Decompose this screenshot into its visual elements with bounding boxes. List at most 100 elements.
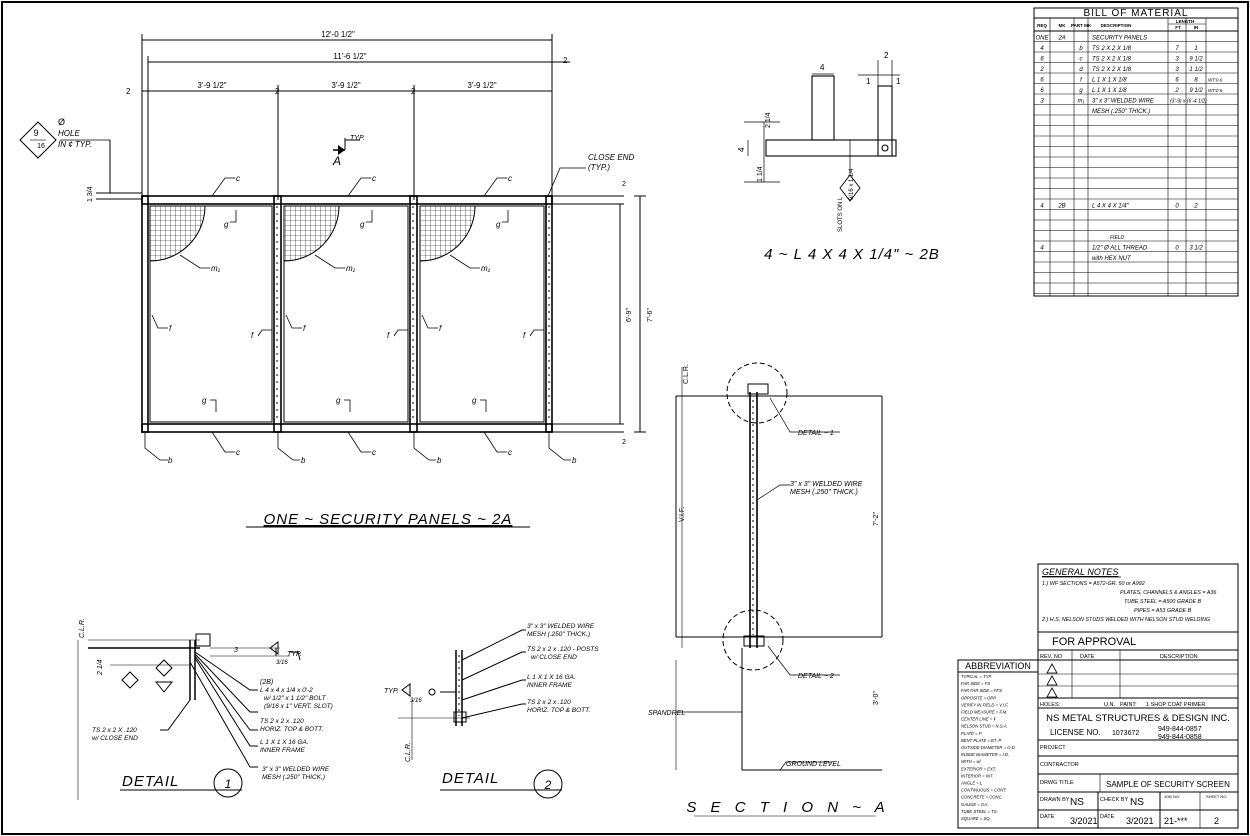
d2-note-0: 3" x 3" WELDED WIRE	[527, 623, 595, 630]
bom-cell-ft: 7	[1175, 46, 1179, 52]
d1-dim: 2 1/4	[97, 659, 104, 676]
panel-texts: 12'-0 1/2" 11'-6 1/2" 3'-9 1/2" 3'-9 1/2…	[33, 30, 654, 465]
bom-cell-desc: MESH (.250" THICK.)	[1092, 109, 1150, 115]
d1-note-4: HORIZ. TOP & BOTT.	[260, 726, 324, 733]
tb-contractor: CONTRACTOR	[1040, 762, 1079, 768]
bom-cell-req: 6	[1040, 88, 1044, 94]
dim-total: 12'-0 1/2"	[321, 30, 355, 39]
tb-date-label-2: DATE	[1100, 814, 1115, 820]
notes-line-1: PLATES, CHANNELS & ANGLES = A36	[1120, 590, 1216, 596]
bom-cell-req: 6	[1040, 57, 1044, 63]
bom-cell-ft: 0	[1175, 204, 1179, 210]
tb-holes: HOLES:	[1040, 702, 1061, 708]
label-g2: g	[360, 220, 365, 229]
bom-h-mk: MK	[1059, 23, 1067, 28]
bom-cell-desc: SECURITY PANELS	[1092, 36, 1147, 42]
bom-cell-in: 8	[1194, 78, 1198, 84]
notes-line-0: 1.) WF SECTIONS = A572-GR. 50 or A992	[1042, 581, 1145, 587]
bom-cell-req: 4	[1040, 46, 1044, 52]
height-right-dim: 7'-6"	[647, 308, 654, 322]
abbrev-line: FAR FAR SIDE = FFS	[961, 688, 1002, 693]
d1-note-8: MESH (.250" THICK.)	[262, 774, 325, 781]
rev-warning-icons	[1046, 663, 1058, 698]
general-notes: GENERAL NOTES 1.) WF SECTIONS = A572-GR.…	[1037, 563, 1239, 633]
abbrev-line: TYPICAL = TYP.	[961, 674, 992, 679]
d2-clr: C.L.R.	[405, 742, 412, 762]
bom-cell-ft: 6	[1175, 78, 1179, 84]
hole-size-bottom: 16	[37, 143, 45, 150]
title-block: FOR APPROVAL ABBREVIATION TYPICAL = TYP.…	[960, 636, 1230, 826]
bom-h-length: LENGTH	[1176, 19, 1195, 24]
hole-label-typ: IN ¢ TYP.	[58, 140, 92, 149]
dim-inner: 11'-6 1/2"	[333, 52, 366, 61]
bom-cell-desc: L 1 X 1 X 1/8	[1092, 78, 1127, 84]
bom-cell-part: d	[1079, 67, 1083, 73]
angle-dim1-left: 1	[866, 77, 871, 86]
angle-dim2: 2	[884, 51, 889, 60]
abbrev-line: CONCRETE = CONC.	[961, 795, 1003, 800]
bom-cell-in: 1	[1194, 46, 1197, 52]
d2-typ: TYP.	[384, 688, 399, 695]
label-c6: c	[508, 448, 512, 457]
angle-detail	[744, 60, 900, 202]
d1-note-1: w/ 1/2" x 1 1/2" BOLT	[264, 695, 327, 702]
d1-weld: 3/16	[276, 660, 288, 666]
d1-note-0: L 4 x 4 x 1/4 x 0'-2	[260, 687, 313, 694]
notes-line-3: PIPES = A53 GRADE B	[1134, 608, 1192, 614]
bom-cell-req: 6	[1040, 78, 1044, 84]
section-spandrel: SPANDREL	[648, 710, 685, 717]
abbrev-line: CENTER LINE = ¢	[961, 717, 996, 722]
abbrev-title: ABBREVIATION	[965, 661, 1031, 671]
date-1: 3/2021	[1070, 816, 1098, 826]
bom-cell-req: ONE	[1035, 36, 1049, 42]
tb-sheet-no-label: SHEET NO.	[1206, 794, 1228, 799]
bom-cell-in: 2	[1193, 204, 1198, 210]
label-g4: g	[202, 396, 207, 405]
section-detail2-label: DETAIL ~ 2	[798, 673, 834, 680]
dim-two-b: 2	[275, 87, 280, 96]
bom-cell-req: 4	[1040, 204, 1044, 210]
license-no: 1073672	[1112, 730, 1139, 737]
dim-two-a: 2	[126, 87, 131, 96]
angle-dim-2-1-4: 2 1/4	[765, 112, 772, 128]
label-f2: f	[251, 331, 254, 340]
label-c1: c	[236, 174, 240, 183]
label-f5: f	[439, 324, 442, 333]
section-detail1-label: DETAIL ~ 1	[798, 430, 834, 437]
bom-cell-desc: L 1 X 1 X 1/8	[1092, 88, 1127, 94]
d2-note-6: TS 2 x 2 x .120	[527, 699, 571, 706]
bom-cell-desc: 1/2" Ø ALL THREAD	[1092, 246, 1148, 252]
d1-note-2: (9/16 x 1" VERT. SLOT)	[264, 703, 333, 710]
warning-icon-2	[1046, 675, 1058, 686]
close-end-typ: (TYP.)	[588, 163, 610, 172]
d2-note-7: HORIZ. TOP & BOTT.	[527, 707, 591, 714]
tb-drawn-by-label: DRAWN BY	[1040, 797, 1070, 803]
abbrev-line: VERIFY IN FIELD = V.I.F.	[961, 702, 1008, 707]
abbrev-line: OPPOSITE = OPP.	[961, 695, 997, 700]
detail-2-texts: C.L.R. TYP. 3/16 3" x 3" WELDED WIRE MES…	[384, 623, 599, 762]
bom-cell-ft: 3	[1175, 67, 1179, 73]
abbrev-line: FIELD MEASURE = F.M.	[961, 710, 1007, 715]
section-clr: C.L.R.	[683, 364, 690, 384]
dim-two-r2: 2	[622, 439, 626, 446]
d1-dim3: 3	[234, 647, 238, 654]
label-f1: f	[169, 324, 172, 333]
abbrev-line: SQUARE = SQ.	[961, 816, 991, 821]
phone-2: 949-844-0858	[1158, 734, 1202, 741]
label-g1: g	[224, 220, 229, 229]
section-mark-label: A	[332, 154, 341, 168]
abbrev-line: OUTSIDE DIAMETER = O.D.	[961, 745, 1016, 750]
dim-bay-2: 3'-9 1/2"	[331, 81, 360, 90]
abbrev-line: GAUGE = GA.	[961, 802, 988, 807]
mesh-detail-3	[419, 205, 476, 262]
license-label: LICENSE NO.	[1050, 728, 1101, 737]
bom-h-desc: DESCRIPTION	[1101, 23, 1132, 28]
d2-note-3: w/ CLOSE END	[531, 654, 577, 661]
bom-cell-in: 9 1/2	[1189, 88, 1203, 94]
label-f6: f	[523, 331, 526, 340]
d1-note-9: TS 2 x 2 X .120	[92, 727, 137, 734]
bom-cell-mk: 2A	[1057, 36, 1065, 42]
dim-bay-3: 3'-9 1/2"	[467, 81, 496, 90]
